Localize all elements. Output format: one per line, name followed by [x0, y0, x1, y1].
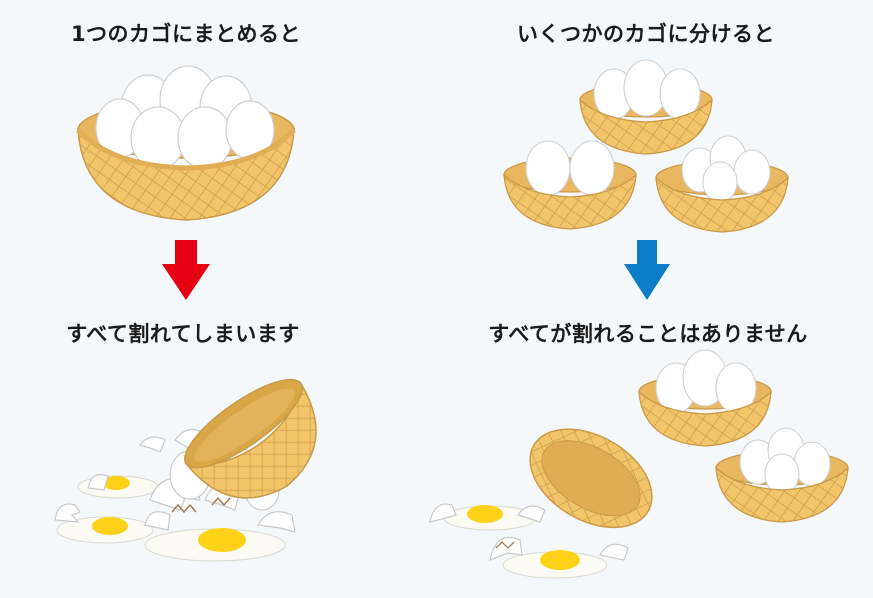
basket-intact: [715, 427, 849, 523]
basket-left: [503, 140, 637, 230]
basket-right: [655, 135, 789, 233]
egg-group-large: [95, 65, 275, 170]
arrow-down-icon-red: [162, 240, 210, 300]
tipped-basket: [184, 378, 317, 499]
right-title: いくつかのカゴに分けると: [517, 22, 775, 46]
spilled-egg: [443, 505, 537, 531]
single-basket-full: [76, 65, 296, 221]
basket-intact: [638, 349, 772, 447]
left-title: 1つのカゴにまとめると: [70, 22, 302, 46]
spilled-egg: [56, 516, 154, 544]
left-result: すべて割れてしまいます: [66, 322, 300, 346]
spilled-egg: [502, 550, 608, 579]
partial-break-scene: [429, 349, 849, 579]
arrow-down-icon-blue: [624, 240, 670, 300]
basket-top: [579, 59, 713, 155]
tipped-basket: [529, 428, 653, 529]
right-result: すべてが割れることはありません: [488, 322, 808, 346]
broken-eggs-scene: [54, 378, 317, 562]
spilled-egg: [144, 528, 286, 562]
